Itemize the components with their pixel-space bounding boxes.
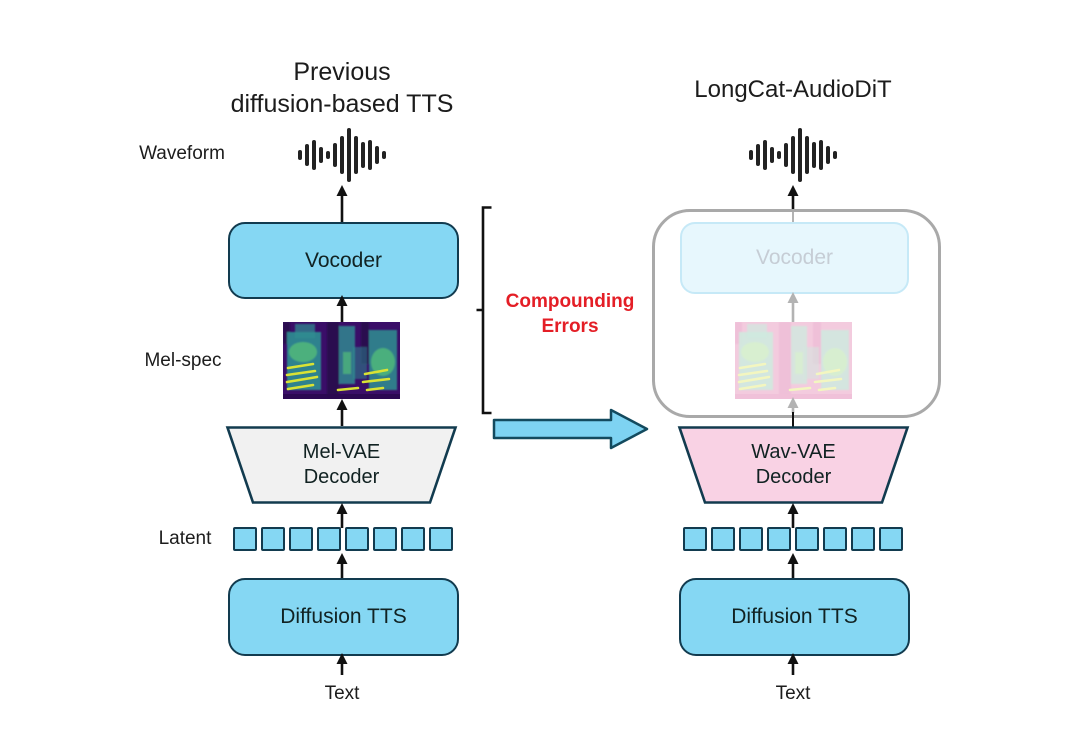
- latent-token: [317, 527, 341, 551]
- arrow-stem: [791, 412, 795, 427]
- diffusion-tts-label: Diffusion TTS: [280, 605, 407, 628]
- compounding-errors-line1: Compounding: [505, 291, 635, 312]
- latent-token: [345, 527, 369, 551]
- mel-vae-decoder-label-line2: Decoder: [303, 466, 380, 488]
- arrow-up-icon: [336, 295, 348, 323]
- ghost-arrow-up-icon: [787, 397, 799, 413]
- latent-label: Latent: [158, 528, 212, 549]
- bracket-icon: [476, 206, 492, 415]
- latent-token-row: [233, 527, 453, 551]
- arrow-up-icon: [787, 185, 799, 211]
- latent-token: [879, 527, 903, 551]
- latent-token: [851, 527, 875, 551]
- right-title: LongCat-AudioDiT: [694, 76, 892, 103]
- mel-vae-decoder-shape: [225, 426, 458, 504]
- mel-vae-decoder-label: Mel-VAE Decoder: [225, 427, 458, 503]
- latent-token: [823, 527, 847, 551]
- wav-vae-decoder-label-line2: Decoder: [755, 466, 832, 488]
- mel-vae-decoder-label-line1: Mel-VAE: [302, 441, 381, 463]
- compounding-errors-line2: Errors: [541, 316, 599, 337]
- arrow-up-icon: [336, 399, 348, 426]
- wav-vae-decoder-shape: [677, 426, 910, 504]
- latent-token: [373, 527, 397, 551]
- latent-token: [261, 527, 285, 551]
- waveform-label: Waveform: [139, 143, 225, 164]
- latent-token: [767, 527, 791, 551]
- arrow-up-icon: [787, 653, 799, 675]
- left-title-line2: diffusion-based TTS: [230, 90, 454, 118]
- mel-spectrogram-image: [283, 322, 400, 399]
- latent-token: [683, 527, 707, 551]
- text-input-label: Text: [775, 683, 811, 704]
- wav-vae-decoder-label-line1: Wav-VAE: [751, 441, 836, 463]
- ghost-mel-spectrogram-image: [735, 322, 852, 399]
- arrow-up-icon: [336, 185, 348, 222]
- diffusion-tts-label: Diffusion TTS: [731, 605, 858, 628]
- arrow-up-icon: [787, 553, 799, 578]
- vocoder-label: Vocoder: [304, 248, 383, 272]
- ghost-vocoder-label: Vocoder: [755, 246, 834, 269]
- waveform-icon: [298, 128, 386, 182]
- arrow-up-icon: [336, 553, 348, 578]
- vocoder-box: Vocoder: [228, 222, 459, 299]
- deprecated-stage-container: [652, 209, 941, 418]
- latent-token: [429, 527, 453, 551]
- latent-token: [739, 527, 763, 551]
- wav-vae-decoder-label: Wav-VAE Decoder: [677, 427, 910, 503]
- melspec-label: Mel-spec: [144, 350, 222, 371]
- ghost-arrow-up-icon: [787, 292, 799, 323]
- diffusion-tts-box: Diffusion TTS: [228, 578, 459, 656]
- ghost-arrow-stem: [791, 211, 795, 222]
- arrow-up-icon: [787, 503, 799, 528]
- compounding-errors-label: Compounding Errors: [494, 289, 646, 339]
- latent-token: [401, 527, 425, 551]
- text-input-label: Text: [324, 683, 360, 704]
- waveform-icon: [749, 128, 837, 182]
- right-arrow-icon: [492, 408, 649, 450]
- latent-token: [289, 527, 313, 551]
- latent-token: [795, 527, 819, 551]
- left-title-line1: Previous: [293, 58, 391, 86]
- ghost-vocoder-box: Vocoder: [680, 222, 909, 294]
- latent-token-row: [683, 527, 903, 551]
- diffusion-tts-box: Diffusion TTS: [679, 578, 910, 656]
- latent-token: [711, 527, 735, 551]
- left-title: Previous diffusion-based TTS: [192, 56, 492, 120]
- latent-token: [233, 527, 257, 551]
- arrow-up-icon: [336, 503, 348, 528]
- arrow-up-icon: [336, 653, 348, 675]
